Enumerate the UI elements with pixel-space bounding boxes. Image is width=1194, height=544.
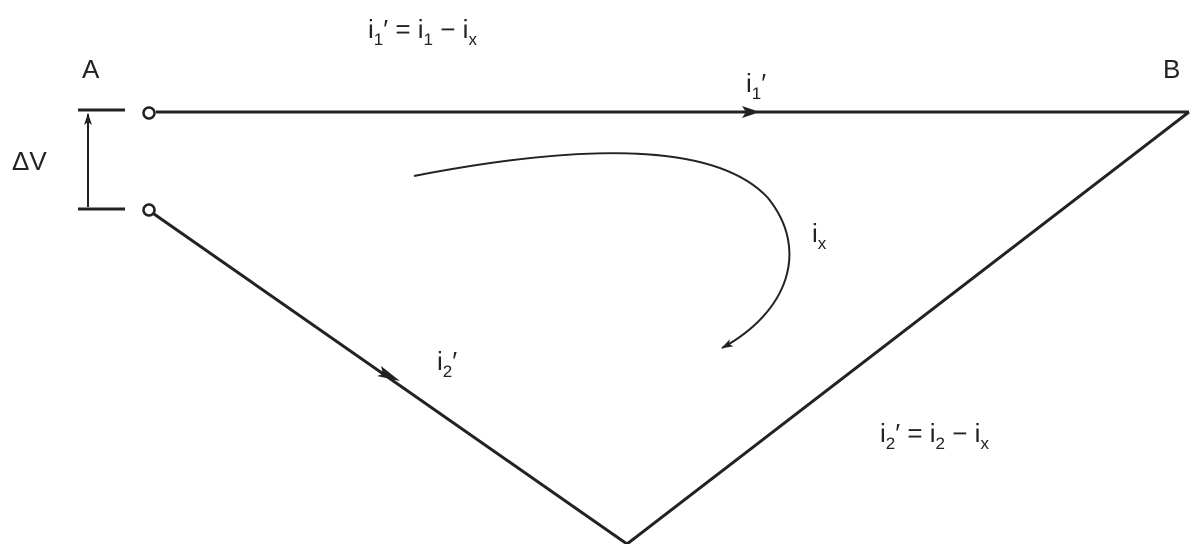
wire-left (153, 212, 628, 544)
current-label-top: i1′ (746, 68, 766, 103)
loop-current-curve (413, 152, 791, 349)
arrow-bottom-current (377, 366, 400, 381)
terminal-bottom (142, 203, 156, 217)
terminal-top (142, 106, 156, 120)
equation-bottom: i2′ = i2 − ix (880, 418, 989, 453)
point-b-label: B (1163, 54, 1180, 84)
arrow-top-current (742, 106, 760, 118)
wire-right (626, 110, 1190, 544)
voltage-label: ΔV (12, 146, 47, 176)
point-a-label: A (82, 54, 100, 84)
equation-top: i1′ = i1 − ix (368, 14, 477, 49)
current-label-bottom: i2′ (437, 346, 457, 381)
current-label-loop: ix (812, 218, 827, 253)
